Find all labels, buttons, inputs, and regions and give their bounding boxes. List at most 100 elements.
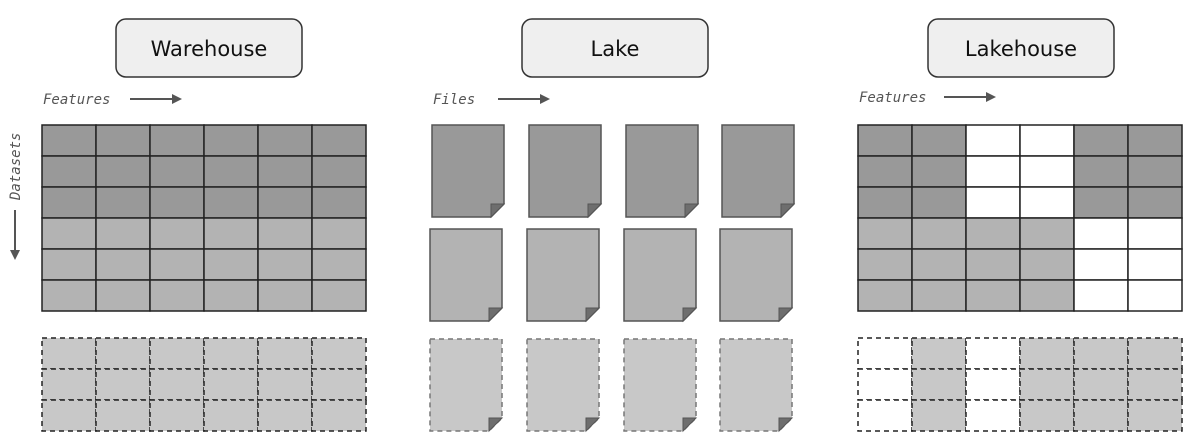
lakehouse-cell [1127, 186, 1183, 219]
lakehouse-future-cell [965, 399, 1021, 432]
lakehouse-cell [1127, 279, 1183, 312]
lake-file [719, 228, 793, 322]
lake-future-file-fold [682, 417, 698, 433]
warehouse-cell [149, 155, 205, 188]
lakehouse-cell [857, 124, 913, 157]
warehouse-future-grid [41, 337, 367, 432]
lake-title-box: Lake [521, 18, 709, 78]
lakehouse-future-cell [857, 337, 913, 370]
warehouse-cell [149, 279, 205, 312]
warehouse-future-cell [203, 399, 259, 432]
warehouse-future-cell [95, 399, 151, 432]
lakehouse-cell [1127, 124, 1183, 157]
lakehouse-future-cell [1073, 399, 1129, 432]
lakehouse-cell [911, 248, 967, 281]
lakehouse-cell [911, 155, 967, 188]
warehouse-future-cell [203, 368, 259, 401]
lakehouse-cell [911, 186, 967, 219]
warehouse-cell [203, 217, 259, 250]
lakehouse-cell [857, 248, 913, 281]
warehouse-future-cell [149, 368, 205, 401]
lake-file [625, 124, 699, 218]
lakehouse-cell [1019, 155, 1075, 188]
lakehouse-future-cell [857, 399, 913, 432]
warehouse-cell [95, 248, 151, 281]
lake-title: Lake [591, 37, 640, 61]
lake-future-file-fold [488, 417, 504, 433]
warehouse-cell [311, 217, 367, 250]
lakehouse-cell [911, 124, 967, 157]
warehouse-future-cell [95, 337, 151, 370]
lake-future-file-fold [778, 417, 794, 433]
lakehouse-cell [1019, 186, 1075, 219]
warehouse-cell [203, 155, 259, 188]
lakehouse-cell [965, 279, 1021, 312]
warehouse-future-cell [95, 368, 151, 401]
warehouse-grid [41, 124, 367, 312]
warehouse-cell [311, 124, 367, 157]
warehouse-future-cell [41, 337, 97, 370]
lake-file [528, 124, 602, 218]
warehouse-cell [95, 186, 151, 219]
lakehouse-future-cell [857, 368, 913, 401]
lakehouse-cell [965, 186, 1021, 219]
lakehouse-title-box: Lakehouse [927, 18, 1115, 78]
warehouse-future-cell [149, 399, 205, 432]
warehouse-cell [257, 248, 313, 281]
warehouse-cell [41, 186, 97, 219]
lake-files-label: Files [433, 92, 475, 108]
warehouse-cell [149, 124, 205, 157]
lake-future-files [429, 338, 794, 433]
lakehouse-future-cell [1073, 368, 1129, 401]
warehouse-cell [311, 248, 367, 281]
lake-future-file [429, 338, 503, 432]
warehouse-cell [257, 155, 313, 188]
lake-file-fold [585, 307, 601, 323]
lake-future-file [526, 338, 600, 432]
lakehouse-cell [1073, 217, 1129, 250]
lake-files [429, 124, 796, 323]
warehouse-cell [95, 155, 151, 188]
lakehouse-cell [1073, 155, 1129, 188]
warehouse-features-label: Features [43, 92, 110, 108]
warehouse-cell [203, 124, 259, 157]
lakehouse-future-grid [857, 337, 1183, 432]
lakehouse-title: Lakehouse [965, 37, 1077, 61]
lake-file-fold [488, 307, 504, 323]
lake-file-fold [490, 203, 506, 219]
warehouse-cell [95, 217, 151, 250]
lakehouse-cell [1073, 279, 1129, 312]
lakehouse-cell [857, 186, 913, 219]
lakehouse-future-cell [1019, 337, 1075, 370]
lakehouse-future-cell [1073, 337, 1129, 370]
warehouse-title: Warehouse [151, 37, 268, 61]
warehouse-cell [257, 279, 313, 312]
lakehouse-cell [857, 155, 913, 188]
lakehouse-cell [1073, 248, 1129, 281]
warehouse-future-cell [311, 399, 367, 432]
lakehouse-cell [965, 124, 1021, 157]
warehouse-cell [203, 186, 259, 219]
warehouse-cell [41, 155, 97, 188]
lake-file-fold [778, 307, 794, 323]
warehouse-cell [41, 217, 97, 250]
lakehouse-cell [965, 217, 1021, 250]
lakehouse-cell [1073, 186, 1129, 219]
warehouse-future-cell [203, 337, 259, 370]
lakehouse-cell [1019, 217, 1075, 250]
warehouse-cell [149, 186, 205, 219]
lakehouse-future-cell [1019, 399, 1075, 432]
lakehouse-future-cell [965, 337, 1021, 370]
lake-file-fold [780, 203, 796, 219]
lakehouse-cell [1127, 217, 1183, 250]
warehouse-cell [149, 248, 205, 281]
lakehouse-future-cell [911, 368, 967, 401]
lakehouse-grid [857, 124, 1183, 312]
warehouse-future-cell [311, 368, 367, 401]
warehouse-cell [41, 248, 97, 281]
lakehouse-cell [1019, 248, 1075, 281]
lake-future-file [623, 338, 697, 432]
lakehouse-cell [1127, 248, 1183, 281]
lakehouse-future-cell [1127, 368, 1183, 401]
